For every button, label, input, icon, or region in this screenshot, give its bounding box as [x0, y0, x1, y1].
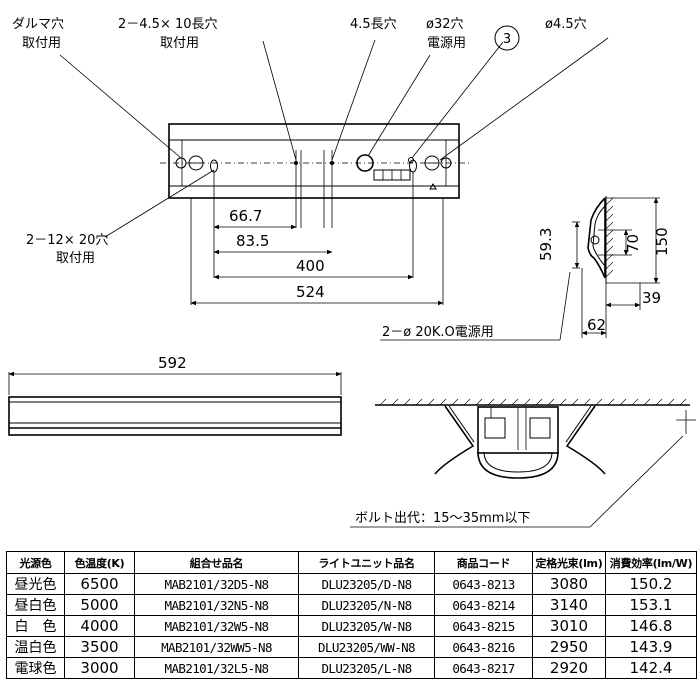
cell-model: MAB2101/32WW5-N8 [134, 636, 299, 658]
cell-luminous-flux: 3010 [532, 615, 606, 637]
daruma-hole-purpose-label: 取付用 [22, 36, 61, 51]
long-hole-4-5x10-label: 2－4.5× 10長穴 [118, 17, 218, 32]
hole-4-5-label: ø4.5穴 [545, 17, 587, 32]
cell-luminous-flux: 2920 [532, 657, 606, 679]
table-row: 昼光色 6500 MAB2101/32D5-N8 DLU23205/D-N8 0… [6, 573, 697, 595]
cell-light-unit: DLU23205/D-N8 [298, 573, 435, 595]
hole-32-purpose-label: 電源用 [427, 36, 466, 51]
dim-400: 400 [296, 257, 325, 275]
cell-light-color: 温白色 [6, 636, 65, 658]
daruma-hole-label: ダルマ穴 [12, 17, 64, 32]
cell-efficiency: 142.4 [605, 657, 697, 679]
terminal-block-icon [373, 169, 411, 181]
daruma-hole-left-icon [175, 155, 204, 171]
dim-592: 592 [158, 354, 187, 372]
cell-luminous-flux: 3080 [532, 573, 606, 595]
table-row: 電球色 3000 MAB2101/32L5-N8 DLU23205/L-N8 0… [6, 657, 697, 679]
bolt-label: ボルト出代：15～35mm以下 [355, 511, 530, 526]
knockout-label: 2－ø 20K.O電源用 [382, 325, 494, 340]
col-header-luminous-flux: 定格光束(lm) [532, 551, 606, 574]
long-hole-12x20-label: 2－12× 20穴 [26, 233, 108, 248]
cell-model: MAB2101/32D5-N8 [134, 573, 299, 595]
cell-light-color: 白 色 [6, 615, 65, 637]
dim-83-5: 83.5 [236, 232, 269, 250]
dim-39: 39 [642, 289, 661, 307]
cell-light-color: 昼光色 [6, 573, 65, 595]
cell-product-code: 0643-8217 [434, 657, 533, 679]
spec-table: 光源色 色温度(K) 組合せ品名 ライトユニット品名 商品コード 定格光束(lm… [6, 551, 697, 679]
cell-light-color: 電球色 [6, 657, 65, 679]
col-header-model: 組合せ品名 [134, 551, 299, 574]
dim-150: 150 [653, 227, 671, 256]
cell-color-temp: 3000 [64, 657, 135, 679]
cell-light-unit: DLU23205/L-N8 [298, 657, 435, 679]
col-header-product-code: 商品コード [434, 551, 533, 574]
cell-luminous-flux: 2950 [532, 636, 606, 658]
cell-efficiency: 150.2 [605, 573, 697, 595]
cell-product-code: 0643-8215 [434, 615, 533, 637]
cell-color-temp: 6500 [64, 573, 135, 595]
fixture-drawing: 3 ダルマ穴 取付用 2－4.5× 10長穴 取付用 4.5長穴 ø32穴 電源… [8, 17, 696, 528]
dim-59-3: 59.3 [537, 228, 555, 261]
cell-luminous-flux: 3140 [532, 594, 606, 616]
daruma-hole-right-icon [424, 155, 452, 171]
cell-product-code: 0643-8213 [434, 573, 533, 595]
long-hole-4-5-label: 4.5長穴 [350, 17, 397, 32]
cell-model: MAB2101/32W5-N8 [134, 615, 299, 637]
hole-32-icon [356, 154, 374, 172]
top-view-body [168, 123, 460, 199]
cell-efficiency: 146.8 [605, 615, 697, 637]
table-row: 白 色 4000 MAB2101/32W5-N8 DLU23205/W-N8 0… [6, 615, 697, 637]
cell-efficiency: 143.9 [605, 636, 697, 658]
cell-light-unit: DLU23205/N-N8 [298, 594, 435, 616]
hole-32-label: ø32穴 [426, 17, 464, 32]
cell-light-unit: DLU23205/W-N8 [298, 615, 435, 637]
end-view [380, 196, 660, 341]
cell-efficiency: 153.1 [605, 594, 697, 616]
cell-light-unit: DLU23205/WW-N8 [298, 636, 435, 658]
dim-66-7: 66.7 [229, 207, 262, 225]
table-header-row: 光源色 色温度(K) 組合せ品名 ライトユニット品名 商品コード 定格光束(lm… [6, 551, 697, 574]
table-row: 温白色 3500 MAB2101/32WW5-N8 DLU23205/WW-N8… [6, 636, 697, 658]
dim-524: 524 [296, 283, 325, 301]
hole-4-5-icon [408, 157, 414, 163]
top-view [59, 37, 609, 306]
table-row: 昼白色 5000 MAB2101/32N5-N8 DLU23205/N-N8 0… [6, 594, 697, 616]
circle-marker-label: 3 [503, 32, 511, 47]
long-hole-4-5x10-purpose-label: 取付用 [160, 36, 199, 51]
cell-model: MAB2101/32N5-N8 [134, 594, 299, 616]
cell-model: MAB2101/32L5-N8 [134, 657, 299, 679]
long-hole-12x20-purpose-label: 取付用 [56, 251, 95, 266]
cell-color-temp: 5000 [64, 594, 135, 616]
col-header-color-temp: 色温度(K) [64, 551, 135, 574]
cell-light-color: 昼白色 [6, 594, 65, 616]
circle-marker-icon [494, 25, 520, 51]
cell-color-temp: 3500 [64, 636, 135, 658]
col-header-light-color: 光源色 [6, 551, 65, 574]
long-hole-4-5-icon [294, 161, 298, 165]
dim-62: 62 [587, 316, 606, 334]
front-view [8, 371, 342, 436]
col-header-efficiency: 消費効率(lm/W) [605, 551, 697, 574]
col-header-light-unit: ライトユニット品名 [298, 551, 435, 574]
cell-product-code: 0643-8214 [434, 594, 533, 616]
cell-product-code: 0643-8216 [434, 636, 533, 658]
dim-70: 70 [624, 234, 642, 253]
section-view [350, 398, 696, 528]
cell-color-temp: 4000 [64, 615, 135, 637]
